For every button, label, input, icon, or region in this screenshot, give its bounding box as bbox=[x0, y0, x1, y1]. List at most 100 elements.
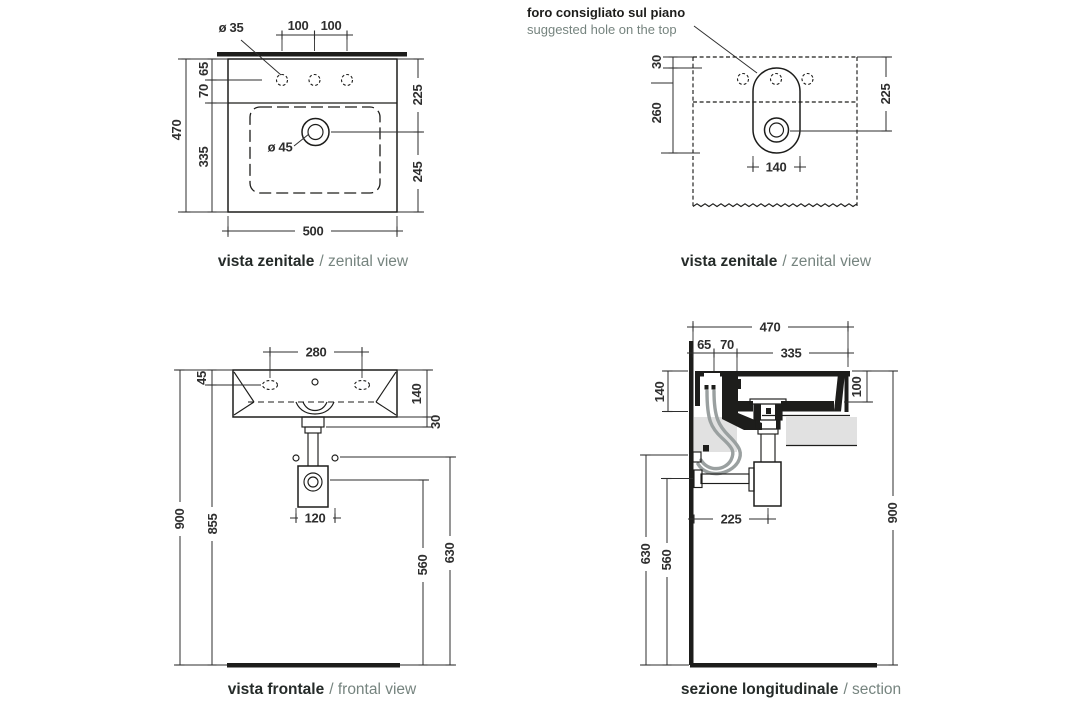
svg-text:855: 855 bbox=[205, 514, 220, 535]
svg-text:560: 560 bbox=[659, 550, 674, 571]
dim-left-chain bbox=[178, 58, 262, 213]
caption-zenital-left: vista zenitale/ zenital view bbox=[218, 253, 409, 270]
dim-label-335: 335 bbox=[196, 147, 211, 168]
view-zenital-right: foro consigliato sul piano suggested hol… bbox=[527, 5, 893, 270]
counter-section-right bbox=[786, 417, 857, 446]
overflow-hole bbox=[311, 378, 319, 386]
view-zenital-left: ø 35 100 100 65 70 335 470 225 245 ø 45 … bbox=[169, 18, 425, 270]
mounting-hole-left bbox=[292, 454, 300, 462]
dim-label-630: 630 bbox=[638, 537, 653, 571]
note-english: suggested hole on the top bbox=[527, 22, 677, 37]
faucet-holes-front bbox=[261, 378, 371, 391]
dim-label-630: 630 bbox=[442, 536, 457, 570]
svg-text:630: 630 bbox=[442, 543, 457, 564]
note-italian: foro consigliato sul piano bbox=[527, 5, 685, 20]
wall-flange bbox=[693, 469, 703, 489]
caption-section: sezione longitudinale/ section bbox=[681, 681, 901, 698]
tap-anchors bbox=[704, 385, 716, 390]
dim-top-280 bbox=[263, 344, 369, 378]
dim-label-225: 225 bbox=[410, 78, 425, 112]
dim-label-30: 30 bbox=[649, 55, 664, 69]
dim-label-470: 470 bbox=[760, 320, 781, 335]
angle-valve bbox=[692, 451, 702, 463]
faucet-holes-dashed bbox=[736, 72, 814, 86]
dim-label-560: 560 bbox=[415, 548, 430, 582]
dim-label-hole-dia: ø 35 bbox=[219, 20, 244, 35]
dim-label-140: 140 bbox=[409, 384, 424, 405]
dim-left-chain bbox=[640, 370, 693, 666]
dim-label-335: 335 bbox=[781, 346, 802, 361]
dim-top-100-100 bbox=[276, 30, 353, 51]
basin-front-edges bbox=[233, 371, 397, 416]
suggested-hole-outline bbox=[752, 67, 801, 154]
svg-text:245: 245 bbox=[410, 162, 425, 183]
leader-drain-dia bbox=[293, 133, 310, 147]
dim-label-225: 225 bbox=[721, 512, 742, 527]
drain-circles bbox=[763, 117, 790, 143]
waste-pipe-to-wall bbox=[700, 473, 750, 485]
svg-text:225: 225 bbox=[410, 85, 425, 106]
dim-label-260: 260 bbox=[649, 103, 664, 124]
caption-frontal: vista frontale/ frontal view bbox=[228, 681, 417, 698]
dim-left-chain bbox=[651, 56, 702, 154]
dim-label-280: 280 bbox=[306, 345, 327, 360]
dim-label-225: 225 bbox=[878, 77, 893, 111]
svg-text:900: 900 bbox=[172, 509, 187, 530]
dim-label-100: 100 bbox=[849, 377, 864, 398]
wall-bar bbox=[217, 52, 407, 57]
dim-right-225 bbox=[790, 56, 892, 132]
leader-hole-dia bbox=[240, 39, 282, 76]
drain-trap-section bbox=[692, 398, 787, 507]
sink-outline-top-view bbox=[227, 58, 398, 213]
dim-label-100b: 100 bbox=[321, 18, 342, 33]
dim-top-chain bbox=[687, 345, 854, 371]
dim-label-900: 900 bbox=[885, 496, 900, 530]
counter-dashed-outline bbox=[692, 56, 858, 208]
caption-zenital-right: vista zenitale/ zenital view bbox=[681, 253, 872, 270]
dim-label-470: 470 bbox=[169, 120, 184, 141]
dim-top-470 bbox=[687, 319, 854, 367]
tap-hole-gap bbox=[704, 373, 720, 377]
dim-trap-120 bbox=[290, 508, 341, 526]
dim-label-65: 65 bbox=[196, 62, 211, 76]
dim-label-70: 70 bbox=[196, 84, 211, 98]
dim-label-120: 120 bbox=[305, 511, 326, 526]
dim-label-70: 70 bbox=[720, 337, 734, 352]
dim-hole-140 bbox=[747, 156, 806, 175]
sink-section-cut bbox=[695, 371, 850, 430]
dim-label-500: 500 bbox=[303, 224, 324, 239]
dim-label-140: 140 bbox=[766, 160, 787, 175]
dim-label-900: 900 bbox=[172, 502, 187, 536]
dim-label-65: 65 bbox=[697, 337, 711, 352]
floor-line bbox=[227, 663, 400, 668]
dim-label-855: 855 bbox=[205, 507, 220, 541]
faucet-holes-dashed bbox=[275, 73, 354, 87]
basin-hidden-edge bbox=[249, 106, 381, 194]
mounting-hole-right bbox=[331, 454, 339, 462]
floor-line bbox=[690, 663, 877, 668]
drain-circles bbox=[301, 117, 330, 147]
dim-label-45: 45 bbox=[194, 371, 209, 385]
wall-line bbox=[689, 341, 694, 665]
svg-text:630: 630 bbox=[638, 544, 653, 565]
svg-text:225: 225 bbox=[878, 84, 893, 105]
counter-break-line bbox=[692, 203, 858, 208]
dim-label-drain-dia: ø 45 bbox=[268, 140, 293, 155]
dim-label-140: 140 bbox=[652, 382, 667, 403]
view-section: 470 65 70 335 140 630 560 225 100 900 se… bbox=[638, 319, 901, 698]
dim-label-560: 560 bbox=[659, 543, 674, 577]
dim-wall-225 bbox=[688, 508, 776, 527]
trap-body bbox=[753, 461, 782, 507]
dim-bottom-500 bbox=[222, 216, 403, 239]
trap-cleanout bbox=[303, 472, 323, 492]
svg-text:560: 560 bbox=[415, 555, 430, 576]
dim-label-30: 30 bbox=[428, 415, 443, 429]
dim-right-chain bbox=[326, 369, 456, 666]
note-leader-line bbox=[693, 25, 758, 74]
drain-trap-front bbox=[292, 416, 339, 508]
dim-label-100a: 100 bbox=[288, 18, 309, 33]
wall-anchor bbox=[703, 445, 709, 452]
svg-text:900: 900 bbox=[885, 503, 900, 524]
